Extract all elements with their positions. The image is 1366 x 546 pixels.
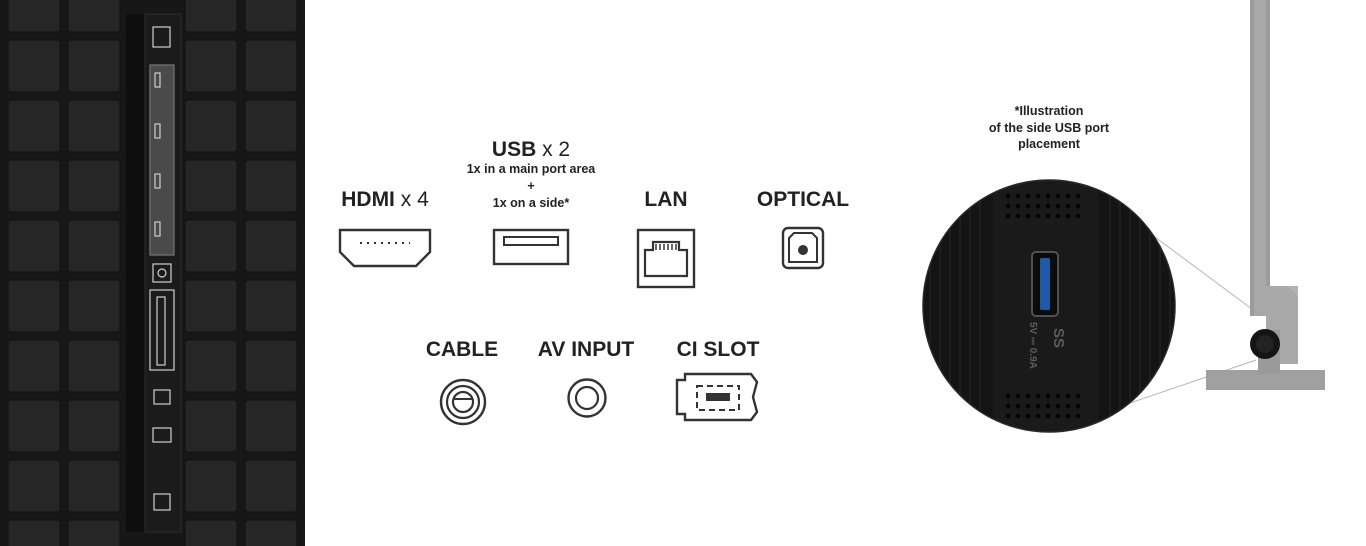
tv-back-panel: [0, 0, 305, 546]
hdmi-title: HDMI x 4: [341, 188, 429, 212]
ci-slot-icon: [675, 372, 759, 422]
hdmi-multiplier: x 4: [400, 188, 429, 211]
hdmi-port-icon: [338, 228, 432, 268]
usb-note-line2: +: [527, 179, 535, 193]
ethernet-port-icon: [636, 228, 696, 289]
av-input-title: AV INPUT: [537, 338, 635, 361]
hdmi-label: HDMI: [341, 188, 395, 211]
cable-title: CABLE: [425, 338, 499, 361]
optical-title: OPTICAL: [756, 188, 850, 211]
optical-port-icon: [781, 226, 825, 270]
usb-ss-label: SS: [1050, 328, 1067, 348]
illustration-note: *Illustration of the side USB port place…: [989, 103, 1109, 153]
back-panel-graphic: [0, 0, 305, 546]
usb-note-line3: 1x on a side*: [492, 196, 570, 210]
usb-note: 1x in a main port area + 1x on a side*: [467, 161, 596, 212]
usb-title: USB x 2: [492, 138, 570, 162]
coaxial-port-icon: [439, 378, 487, 426]
usb-power-label: 5V ⎓ 0.9A: [1027, 322, 1038, 369]
usb-port-icon: [492, 228, 570, 266]
usb-label: USB: [491, 138, 537, 161]
ci-slot-title: CI SLOT: [676, 338, 760, 361]
lan-title: LAN: [644, 188, 688, 211]
illustration-note-line2: of the side USB port: [988, 120, 1110, 135]
illustration-note-line3: placement: [1018, 137, 1080, 151]
usb-multiplier: x 2: [542, 138, 571, 161]
illustration-note-line1: *Illustration: [1014, 104, 1084, 118]
av-input-port-icon: [567, 378, 607, 418]
usb-note-line1: 1x in a main port area: [466, 162, 596, 176]
